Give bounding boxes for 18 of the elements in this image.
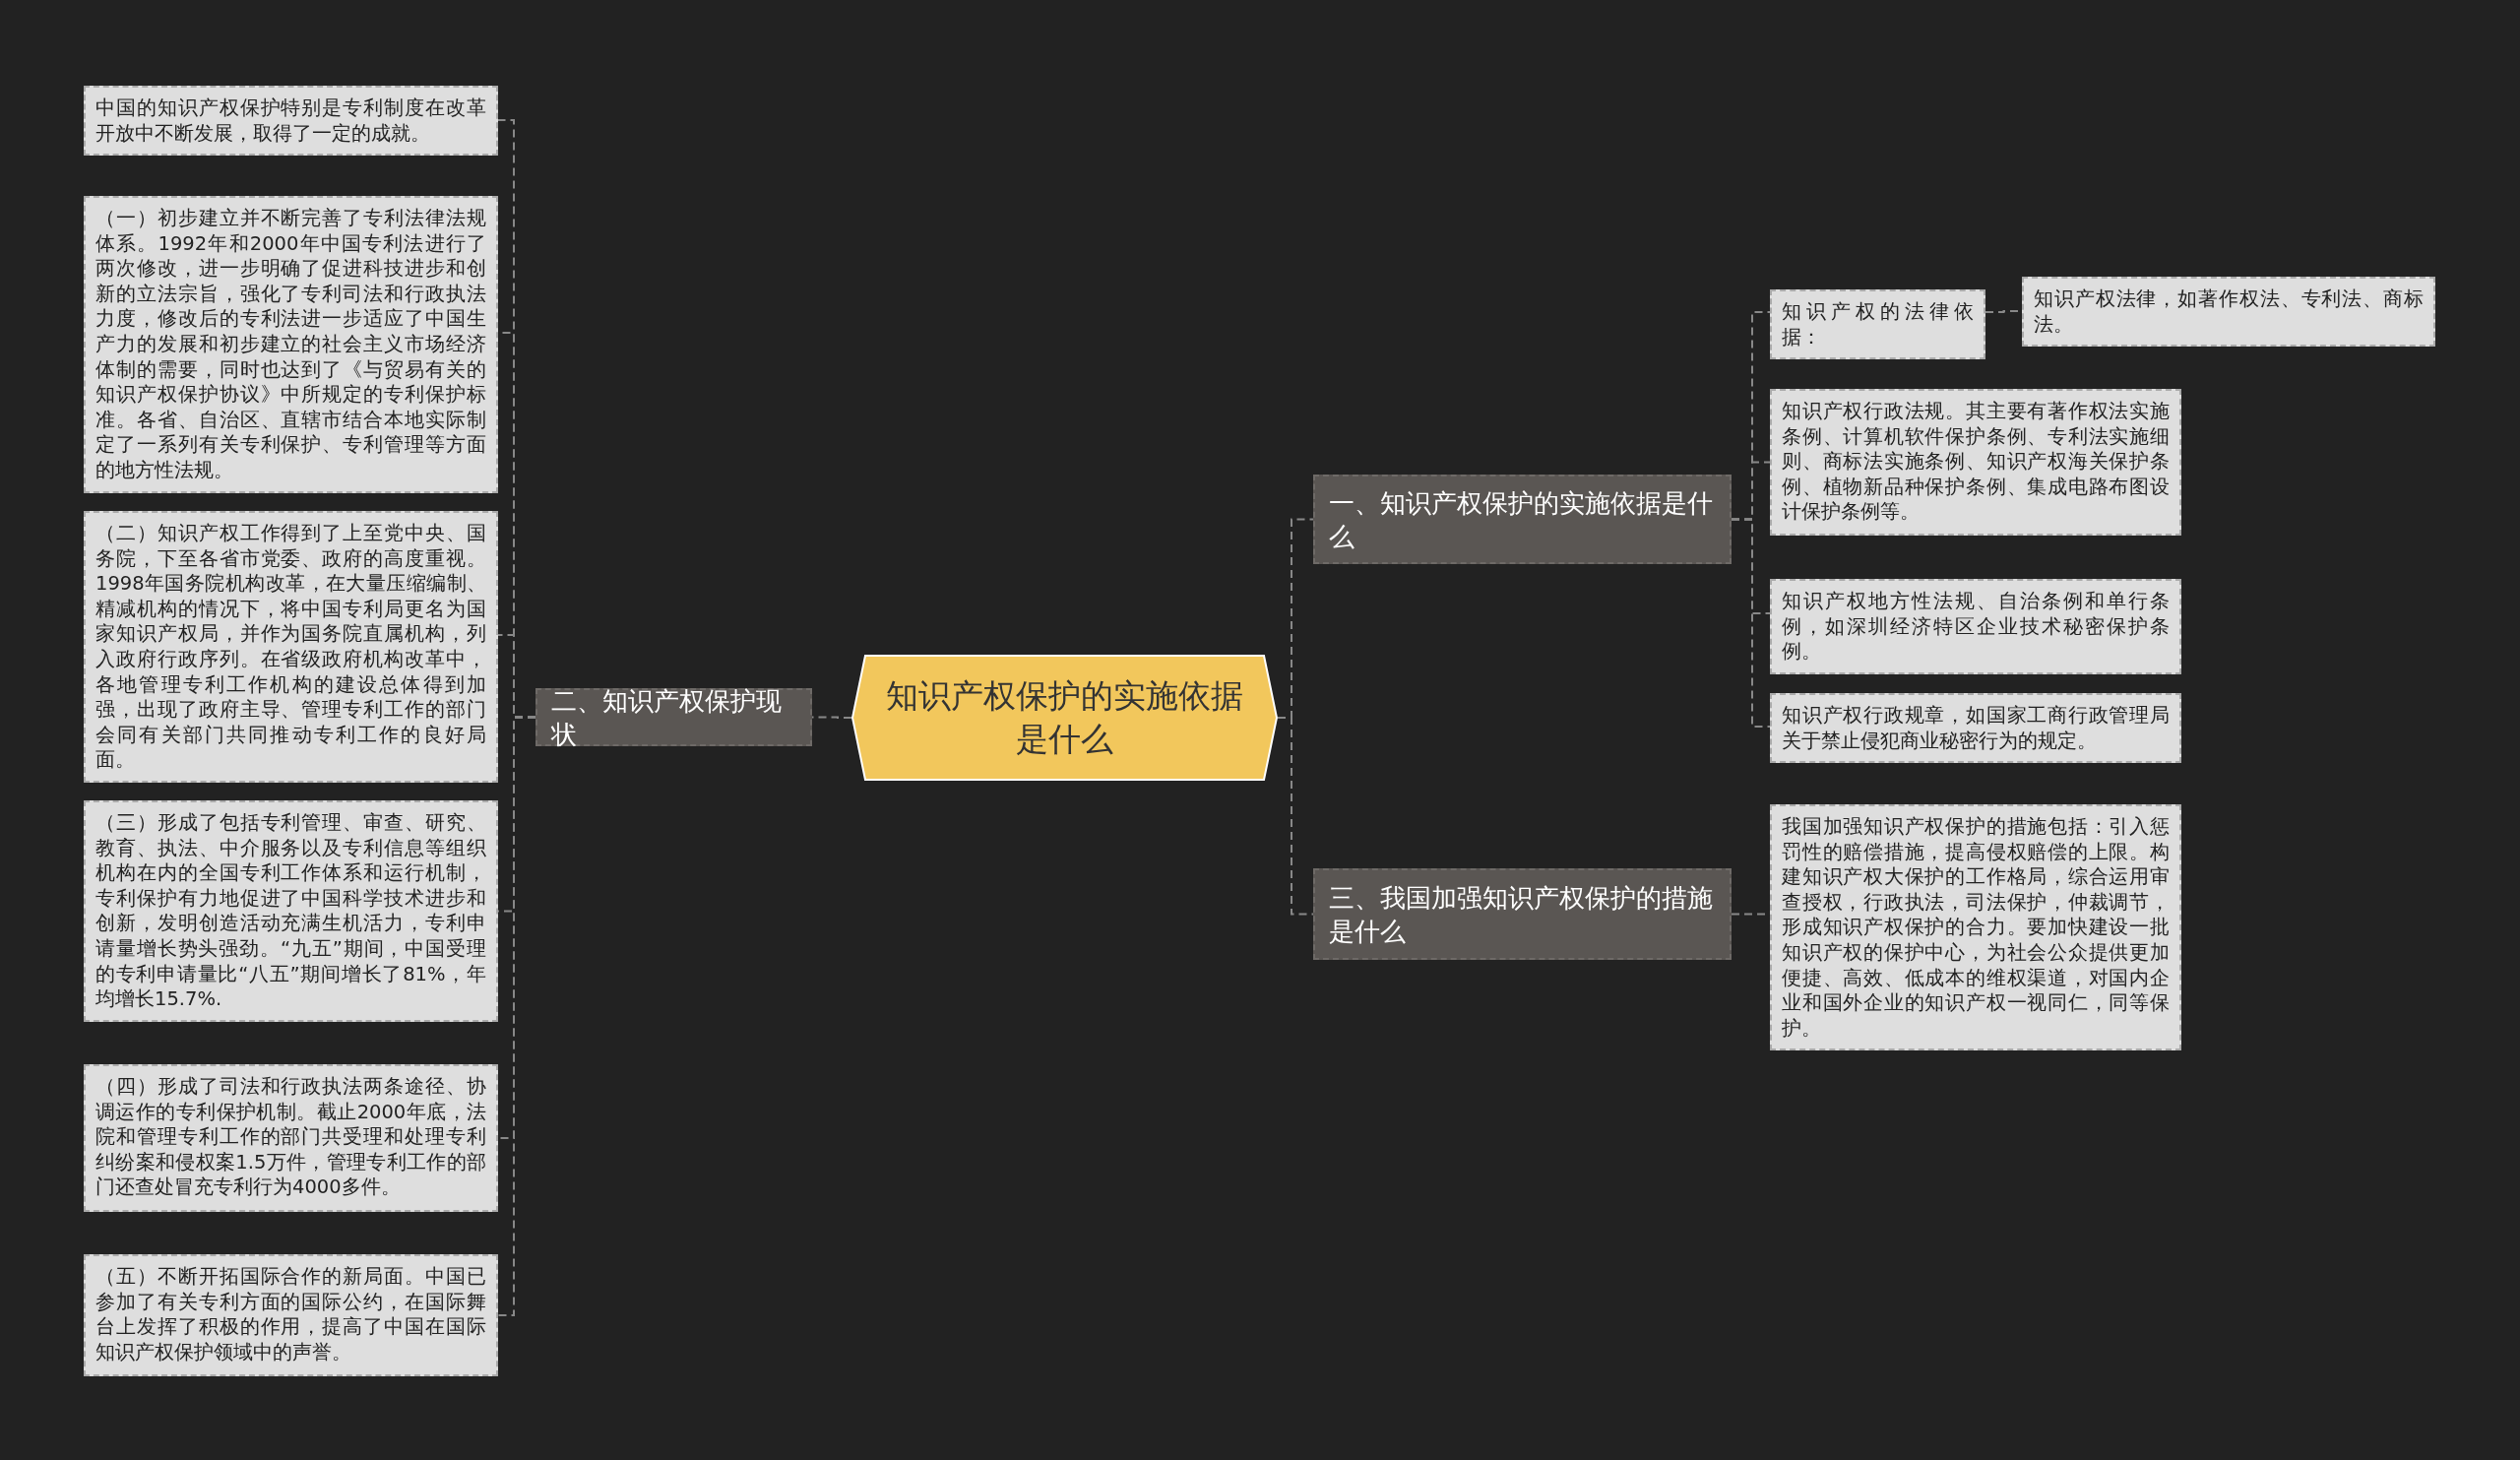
connector-line bbox=[1731, 518, 1771, 728]
text-card: 知识产权行政规章，如国家工商行政管理局关于禁止侵犯商业秘密行为的规定。 bbox=[1770, 693, 2181, 764]
topic-box: 二、知识产权保护现状 bbox=[536, 688, 812, 746]
text-card: 知识产权的法律依据： bbox=[1770, 289, 1985, 360]
text-card: （三）形成了包括专利管理、审查、研究、教育、执法、中介服务以及专利信息等组织机构在内的全国专利工作体系和运行机制，专利保护有力地促进了中国科学技术进步和创新，发明创造活动充满生机活力，专利申请量增长势头强劲。“九五”期间，中国受理的专利申请量比“八五”期间增长了81%，年均增长15.7%. bbox=[84, 800, 498, 1022]
text-card: 知识产权法律，如著作权法、专利法、商标法。 bbox=[2022, 277, 2435, 348]
topic-box: 一、知识产权保护的实施依据是什么 bbox=[1313, 475, 1732, 564]
text-card: 知识产权地方性法规、自治条例和单行条例，如深圳经济特区企业技术秘密保护条例。 bbox=[1770, 579, 2181, 674]
text-card: 中国的知识产权保护特别是专利制度在改革开放中不断发展，取得了一定的成就。 bbox=[84, 86, 498, 157]
text-card: 我国加强知识产权保护的措施包括：引入惩罚性的赔偿措施，提高侵权赔偿的上限。构建知识产权大保护的工作格局，综合运用审查授权，行政执法，司法保护，仲裁调节，形成知识产权保护的合力。要加快建设一批知识产权的保护中心，为社会公众提供更加便捷、高效、低成本的维权渠道，对国内企业和国外企业的知识产权一视同仁，同等保护。 bbox=[1770, 804, 2181, 1051]
topic-box: 三、我国加强知识产权保护的措施是什么 bbox=[1313, 868, 1732, 960]
text-card: （一）初步建立并不断完善了专利法律法规体系。1992年和2000年中国专利法进行了两次修改，进一步明确了促进科技进步和创新的立法宗旨，强化了专利司法和行政执法力度，修改后的专利法进一步适应了中国生产力的发展和初步建立的社会主义市场经济体制的需要，同时也达到了《与贸易有关的知识产权保护协议》中所规定的专利保护标准。各省、自治区、直辖市结合本地实际制定了一系列有关专利保护、专利管理等方面的地方性法规。 bbox=[84, 196, 498, 493]
text-card: （二）知识产权工作得到了上至党中央、国务院，下至各省市党委、政府的高度重视。1998年国务院机构改革，在大量压缩编制、精减机构的情况下，将中国专利局更名为国家知识产权局，并作为国务院直属机构，列入政府行政序列。在省级政府机构改革中，各地管理专利工作机构的建设总体得到加强，出现了政府主导、管理专利工作的部门会同有关部门共同推动专利工作的良好局面。 bbox=[84, 511, 498, 783]
text-card: 知识产权行政法规。其主要有著作权法实施条例、计算机软件保护条例、专利法实施细则、商标法实施条例、知识产权海关保护条例、植物新品种保护条例、集成电路布图设计保护条例等。 bbox=[1770, 389, 2181, 536]
connector-line bbox=[1277, 717, 1314, 916]
text-card: （四）形成了司法和行政执法两条途径、协调运作的专利保护机制。截止2000年底，法院和管理专利工作的部门共受理和处理专利纠纷案和侵权案1.5万件，管理专利工作的部门还查处冒充专利行为4000多件。 bbox=[84, 1064, 498, 1212]
central-topic-hexagon: 知识产权保护的实施依据是什么 bbox=[851, 655, 1278, 781]
text-card: （五）不断开拓国际合作的新局面。中国已参加了有关专利方面的国际公约，在国际舞台上发挥了积极的作用，提高了中国在国际知识产权保护领域中的声誉。 bbox=[84, 1254, 498, 1376]
